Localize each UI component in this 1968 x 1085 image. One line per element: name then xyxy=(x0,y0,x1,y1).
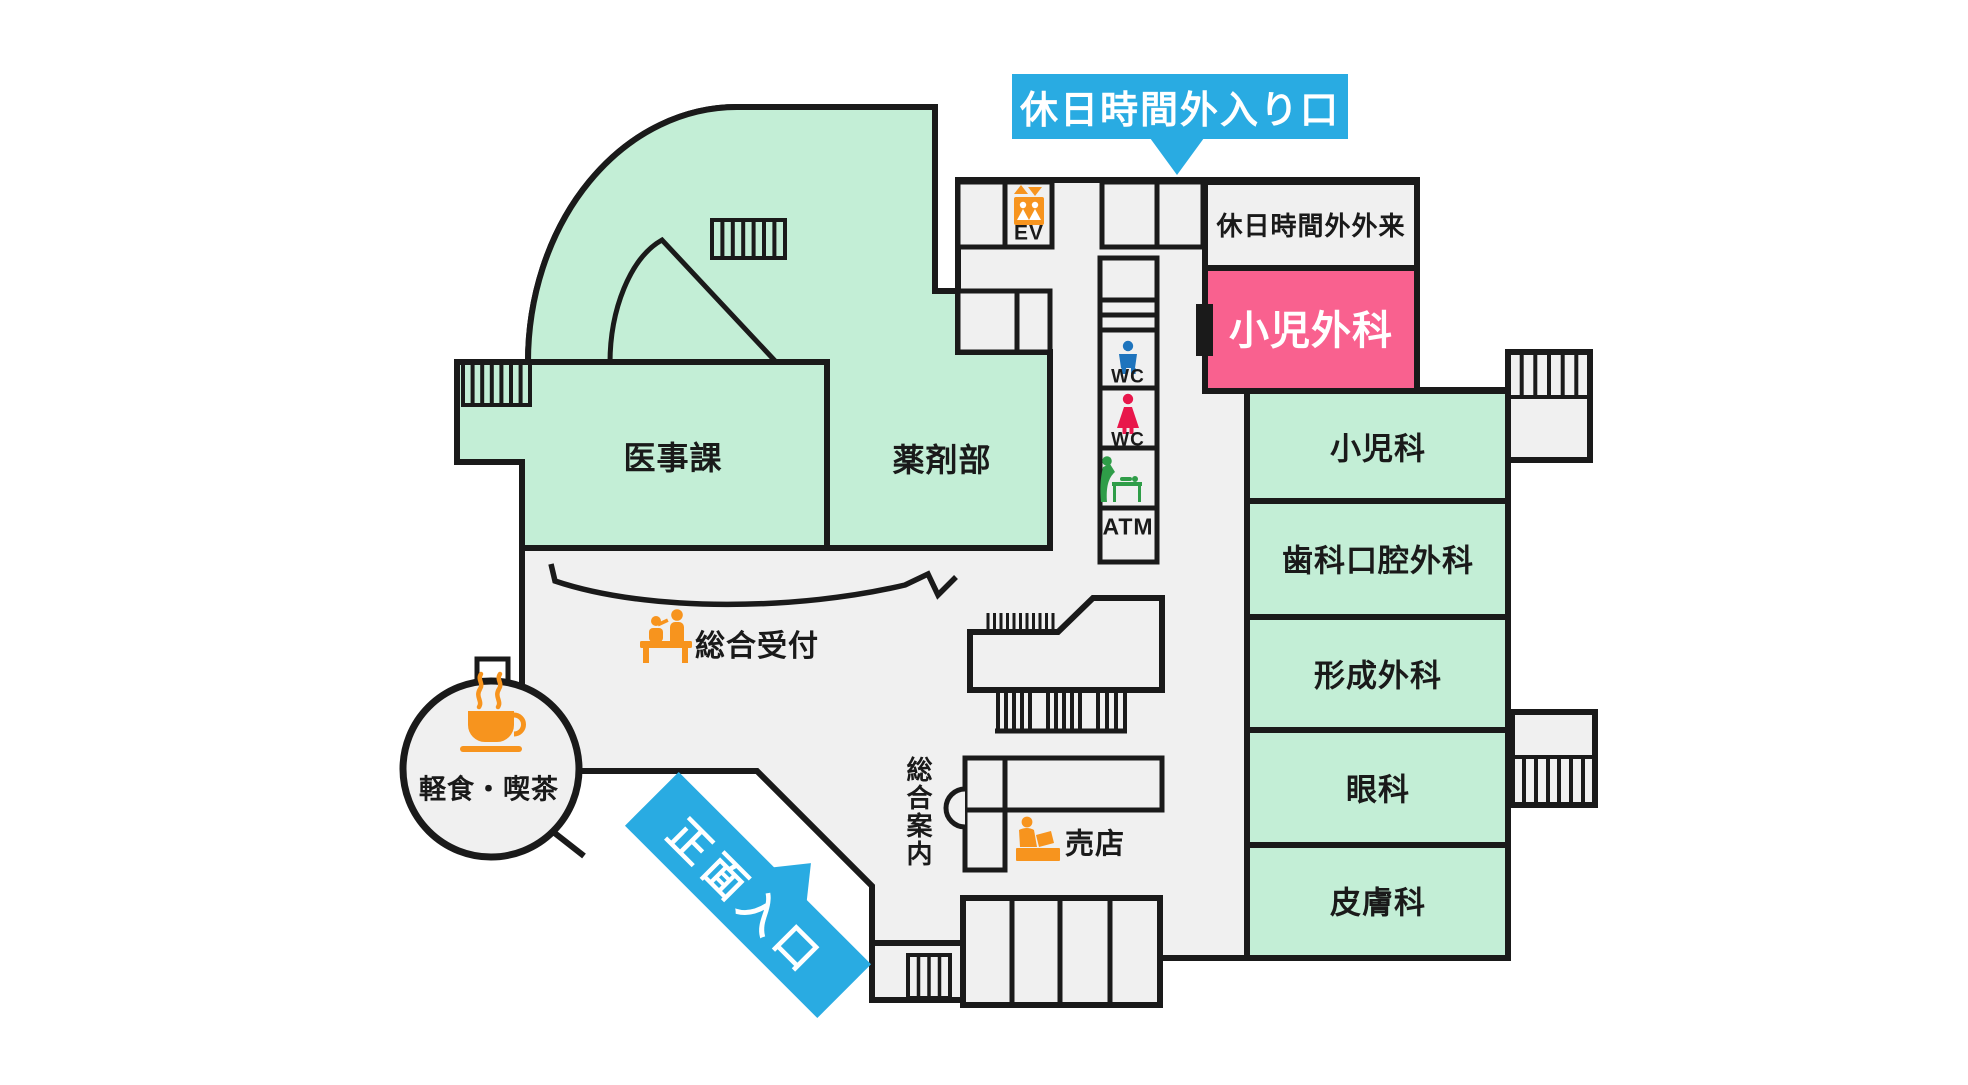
stairs-upper-left xyxy=(710,218,787,260)
up-down-arrows-icon xyxy=(1014,185,1028,194)
east-department-rooms xyxy=(1244,388,1511,961)
room-label-pediatric-surgery: 小児外科 xyxy=(1229,309,1393,353)
wc-atm-column xyxy=(1097,255,1160,565)
holiday-entrance-banner: 休日時間外入り口 xyxy=(1012,74,1348,139)
male-toilet-icon xyxy=(1119,340,1137,374)
stairs-east-upper xyxy=(1505,349,1593,463)
room-label-plastic-surgery: 形成外科 xyxy=(1314,658,1442,694)
door-marker xyxy=(1196,304,1213,356)
room-label-pharmacy: 薬剤部 xyxy=(892,442,992,478)
stairs-east-lower xyxy=(1509,709,1598,808)
room-dermatology xyxy=(1244,842,1511,961)
female-toilet-icon xyxy=(1117,393,1139,434)
information-counter xyxy=(943,755,1165,873)
holiday-entrance-banner-text: 休日時間外入り口 xyxy=(1019,90,1340,132)
male-toilet-label: WC xyxy=(1111,366,1145,388)
coffee-cup-icon xyxy=(460,671,526,752)
elevator-label: EV xyxy=(1013,221,1045,245)
stairs-west xyxy=(461,360,532,407)
reception-label: 総合受付 xyxy=(695,630,819,663)
room-label-ophthalmology: 眼科 xyxy=(1346,772,1410,808)
room-holiday-outpatient xyxy=(1202,179,1420,271)
room-ophthalmology xyxy=(1244,727,1511,848)
room-label-holiday-outpatient: 休日時間外外来 xyxy=(1216,211,1406,241)
bottom-rooms xyxy=(872,895,1163,1008)
reception-counter-line xyxy=(548,563,958,608)
cafe-circle xyxy=(399,677,583,861)
room-medical-affairs xyxy=(454,359,830,551)
room-label-dental-oral-surgery: 歯科口腔外科 xyxy=(1282,543,1474,579)
central-stairs-structure xyxy=(967,595,1165,734)
room-label-dermatology: 皮膚科 xyxy=(1330,885,1426,921)
room-pharmacy-area xyxy=(524,104,1053,551)
information-label: 総合案内 xyxy=(903,756,933,868)
elevator-icon xyxy=(1014,185,1044,225)
shop-cashier-icon xyxy=(1016,816,1060,861)
cafe-label: 軽食・喫茶 xyxy=(419,774,559,805)
baby-changing-icon xyxy=(1100,456,1142,502)
room-dental-oral-surgery xyxy=(1244,498,1511,620)
female-toilet-label: WC xyxy=(1111,429,1145,451)
curved-wall-wedge xyxy=(607,236,779,365)
atm-label: ATM xyxy=(1102,513,1154,540)
banner-pointer-icon xyxy=(1150,138,1204,175)
room-label-medical-affairs: 医事課 xyxy=(623,440,723,476)
shop-label: 売店 xyxy=(1064,828,1126,861)
room-label-pediatrics: 小児科 xyxy=(1330,431,1426,467)
reception-desk-icon xyxy=(640,609,692,663)
